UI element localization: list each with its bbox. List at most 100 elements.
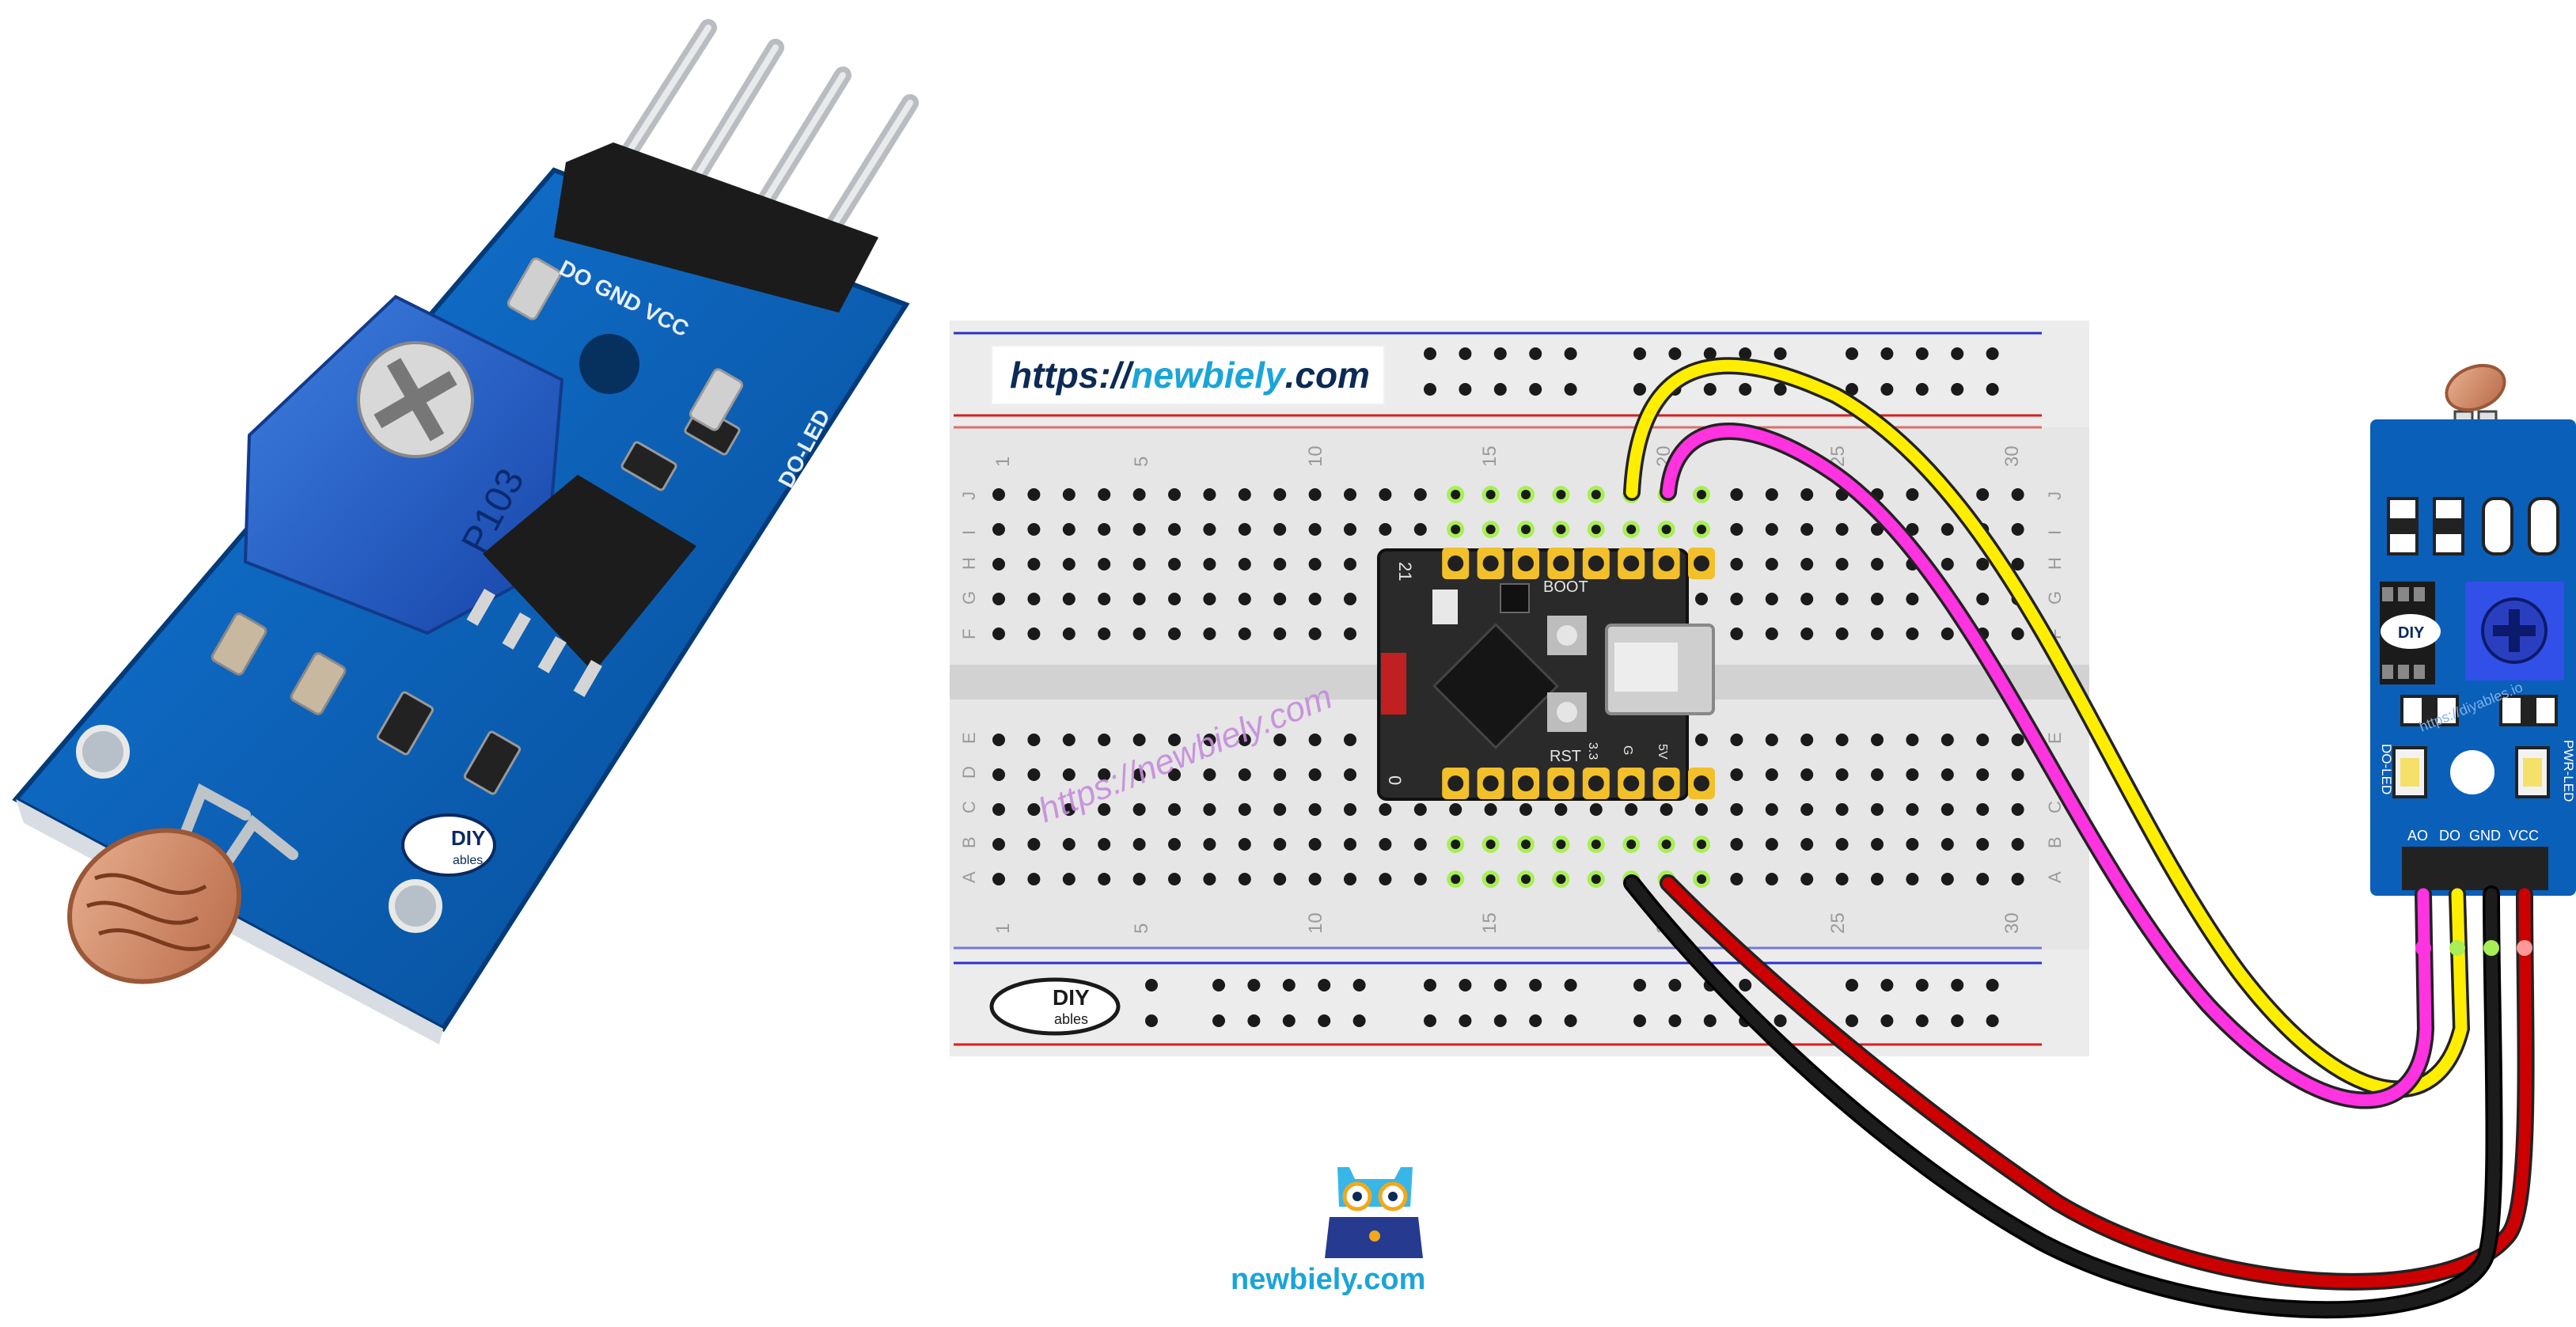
breadboard-hole <box>1730 523 1743 536</box>
svg-text:5: 5 <box>1131 923 1152 934</box>
svg-text:J: J <box>2045 491 2065 500</box>
breadboard-hole <box>1835 873 1849 885</box>
breadboard-hole <box>1062 838 1076 851</box>
breadboard-hole <box>1132 488 1146 501</box>
breadboard-hole <box>1238 873 1251 885</box>
breadboard-hole <box>1203 803 1216 816</box>
breadboard-hole <box>1098 488 1111 501</box>
breadboard-hole <box>1941 803 1954 816</box>
breadboard-hole <box>1835 523 1849 536</box>
board-pin-hole <box>1623 555 1640 571</box>
breadboard-hole <box>1344 523 1356 536</box>
svg-text:15: 15 <box>1479 445 1500 467</box>
power-rail-hole <box>1880 1014 1894 1027</box>
power-rail-hole <box>1145 979 1158 991</box>
svg-text:E: E <box>2045 732 2065 744</box>
breadboard-hole <box>1485 874 1496 884</box>
power-rail-hole <box>1247 979 1261 991</box>
potentiometer: P103 <box>243 294 564 635</box>
svg-text:DIY: DIY <box>2398 624 2425 642</box>
breadboard-hole <box>1730 593 1743 605</box>
breadboard-hole <box>1273 627 1287 640</box>
breadboard-hole <box>1132 734 1146 746</box>
breadboard-hole <box>1273 734 1287 746</box>
breadboard-hole <box>1168 873 1181 885</box>
breadboard-hole <box>1554 803 1568 816</box>
breadboard-hole <box>1800 488 1814 501</box>
sensor-pwr-led-label: PWR-LED <box>2561 740 2576 802</box>
breadboard-hole <box>1695 803 1708 816</box>
bottom-pin-label: 0 <box>1385 775 1405 785</box>
svg-text:1: 1 <box>992 923 1014 934</box>
breadboard-hole <box>1591 490 1601 499</box>
power-rail-hole <box>1915 1014 1929 1027</box>
breadboard-hole <box>1132 768 1146 781</box>
board-pin-hole <box>1623 775 1640 791</box>
power-rail-hole <box>1212 1014 1225 1027</box>
svg-text:G: G <box>2045 591 2065 605</box>
svg-text:I: I <box>959 530 979 535</box>
breadboard-hole <box>1132 873 1146 885</box>
breadboard-hole <box>1273 873 1287 885</box>
power-rail-hole <box>1633 347 1646 360</box>
svg-text:VCC: VCC <box>2509 828 2539 844</box>
breadboard-hole <box>1556 525 1566 534</box>
breadboard-hole <box>1485 490 1496 499</box>
breadboard-hole <box>1906 488 1919 501</box>
svg-text:B: B <box>959 836 979 848</box>
power-rail-hole <box>1212 979 1225 991</box>
breadboard-hole <box>1344 734 1356 746</box>
breadboard-hole <box>1451 525 1461 534</box>
breadboard-hole <box>1941 627 1954 640</box>
breadboard-hole <box>1379 873 1392 885</box>
breadboard-hole <box>1238 593 1251 605</box>
url-suffix: .com <box>1284 354 1370 396</box>
svg-text:AO: AO <box>2407 828 2428 844</box>
svg-text:30: 30 <box>2001 912 2023 934</box>
url-watermark: https://newbiely.com <box>992 347 1383 404</box>
breadboard-hole <box>1344 838 1356 851</box>
breadboard-hole <box>1062 627 1076 640</box>
breadboard-hole <box>1308 803 1322 816</box>
board-pin-hole <box>1694 775 1709 791</box>
power-rail-hole <box>1424 383 1436 396</box>
breadboard-hole <box>1132 627 1146 640</box>
breadboard-hole <box>1871 768 1884 781</box>
breadboard-hole <box>1941 838 1954 851</box>
breadboard-hole <box>1730 803 1743 816</box>
breadboard-hole <box>1062 523 1076 536</box>
breadboard-hole <box>1168 523 1181 536</box>
breadboard-hole <box>1413 488 1427 501</box>
breadboard-hole <box>1906 838 1919 851</box>
board-pin-hole <box>1658 775 1675 791</box>
breadboard-hole <box>1098 593 1111 605</box>
power-rail-hole <box>1986 979 1999 991</box>
svg-text:E: E <box>959 732 979 744</box>
power-rail-hole <box>1846 1014 1858 1027</box>
breadboard-hole <box>1027 523 1041 536</box>
breadboard-hole <box>1906 768 1919 781</box>
breadboard-hole <box>1697 490 1706 499</box>
breadboard-logo: DIY ables <box>989 977 1121 1036</box>
breadboard-hole <box>1273 803 1287 816</box>
breadboard-hole <box>1800 734 1814 746</box>
breadboard-hole <box>1238 488 1251 501</box>
esp32-c3-board: BOOT RST 21 0 3.3 G 5V <box>1377 548 1715 801</box>
breadboard-hole <box>1238 558 1251 571</box>
breadboard-hole <box>1591 840 1601 849</box>
breadboard-hole <box>1976 803 1990 816</box>
breadboard-hole <box>1308 627 1322 640</box>
breadboard-hole <box>992 523 1005 536</box>
power-rail-hole <box>1774 347 1787 360</box>
breadboard-hole <box>1800 558 1814 571</box>
power-rail-hole <box>1145 1014 1158 1027</box>
power-rail-hole <box>1739 347 1752 360</box>
svg-text:I: I <box>2045 530 2065 535</box>
breadboard-hole <box>992 593 1005 605</box>
power-rail-hole <box>1915 979 1929 991</box>
svg-text:ables: ables <box>453 854 483 867</box>
power-rail-hole <box>1564 383 1577 396</box>
power-rail-hole <box>1529 979 1542 991</box>
power-rail-hole <box>1880 383 1894 396</box>
power-rail-hole <box>1564 979 1577 991</box>
